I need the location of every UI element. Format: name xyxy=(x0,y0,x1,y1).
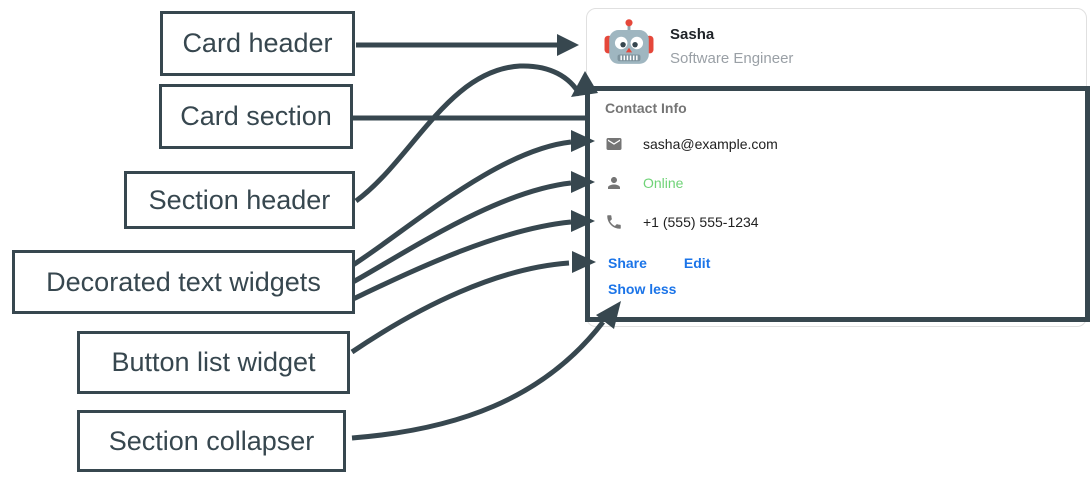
email-icon xyxy=(605,135,623,153)
decorated-text-status-row: Online xyxy=(605,172,683,194)
phone-icon xyxy=(605,213,623,231)
annotation-label-card-section: Card section xyxy=(159,84,353,149)
email-text: sasha@example.com xyxy=(643,136,778,152)
button-list-arrow xyxy=(350,251,596,355)
decorated-text-arrow-3 xyxy=(351,210,595,302)
card-header-arrow xyxy=(356,34,579,56)
card-header: Sasha Software Engineer xyxy=(587,9,1086,87)
annotation-label-section-header: Section header xyxy=(124,171,355,229)
decorated-text-arrow-1 xyxy=(351,130,595,268)
section-header-arrow xyxy=(354,63,598,204)
card-section: Contact Info sasha@example.com Online +1… xyxy=(585,86,1090,322)
annotation-label-decorated-text-widgets: Decorated text widgets xyxy=(12,250,355,314)
phone-text: +1 (555) 555-1234 xyxy=(643,214,759,230)
share-button[interactable]: Share xyxy=(608,255,647,271)
button-list: Share Edit xyxy=(608,252,710,274)
annotation-label-button-list-widget: Button list widget xyxy=(77,331,350,394)
person-icon xyxy=(605,174,623,192)
decorated-text-arrow-2 xyxy=(351,171,595,285)
decorated-text-email-row: sasha@example.com xyxy=(605,133,778,155)
section-header-text: Contact Info xyxy=(605,100,687,116)
section-collapser-button[interactable]: Show less xyxy=(608,281,677,297)
edit-button[interactable]: Edit xyxy=(683,255,711,271)
annotation-label-card-header: Card header xyxy=(160,11,355,76)
section-collapser-arrow xyxy=(351,301,621,441)
person-name: Sasha xyxy=(670,26,715,43)
robot-avatar-icon xyxy=(604,19,654,64)
decorated-text-phone-row: +1 (555) 555-1234 xyxy=(605,211,759,233)
annotation-label-section-collapser: Section collapser xyxy=(77,410,346,472)
status-text: Online xyxy=(643,175,684,191)
person-title: Software Engineer xyxy=(670,50,794,67)
